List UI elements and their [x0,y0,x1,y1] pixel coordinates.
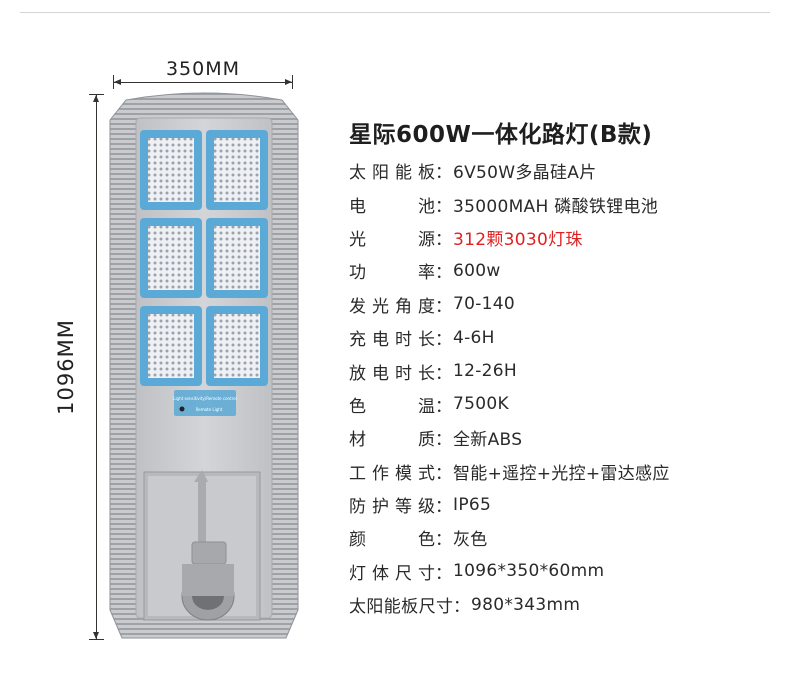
spec-value: 980*343mm [471,594,581,615]
spec-value: 智能+遥控+光控+雷达感应 [453,463,670,484]
width-dimension-label: 350MM [165,58,241,80]
spec-colon: ： [435,296,452,317]
spec-row: 电池：35000MAH 磷酸铁锂电池 [349,187,769,220]
spec-value: 6V50W多晶硅A片 [453,163,597,184]
spec-key: 电池 [349,196,435,217]
spec-value: 4-6H [453,327,495,348]
spec-row: 太阳能板：6V50W多晶硅A片 [349,154,769,187]
led-module-grid [140,130,268,386]
spec-key: 太阳能板 [349,163,435,184]
spec-list: 星际600W一体化路灯(B款) 太阳能板：6V50W多晶硅A片电池：35000M… [349,118,769,621]
spec-key: 太阳能板尺寸 [349,597,453,618]
spec-key: 充电时长 [349,330,435,351]
spec-row: 工作模式：智能+遥控+光控+雷达感应 [349,455,769,488]
top-divider [20,12,770,13]
spec-key: 光源 [349,229,435,250]
spec-colon: ： [435,396,452,417]
spec-row: 灯体尺寸：1096*350*60mm [349,555,769,588]
spec-value: 1096*350*60mm [453,561,605,582]
spec-value: 600w [453,260,501,281]
spec-value: 35000MAH 磷酸铁锂电池 [453,196,659,217]
spec-colon: ： [435,229,452,250]
spec-key: 材质 [349,430,435,451]
spec-colon: ： [435,363,452,384]
spec-key: 放电时长 [349,363,435,384]
spec-row: 颜色：灰色 [349,521,769,554]
spec-key: 防护等级 [349,497,435,518]
spec-value: 70-140 [453,294,516,315]
spec-key: 功率 [349,263,435,284]
street-lamp-image: Light sensitivity/Remote control Remote … [109,92,299,639]
spec-colon: ： [435,563,452,584]
spec-colon: ： [435,196,452,217]
spec-value: 12-26H [453,361,517,382]
spec-row: 太阳能板尺寸：980*343mm [349,588,769,621]
spec-colon: ： [435,497,452,518]
spec-row: 光源：312颗3030灯珠 [349,221,769,254]
spec-row: 充电时长：4-6H [349,321,769,354]
spec-colon: ： [435,330,452,351]
spec-value: IP65 [453,494,492,515]
spec-key: 工作模式 [349,463,435,484]
product-title: 星际600W一体化路灯(B款) [349,122,653,148]
panel-label-bottom: Remote Light [196,407,223,412]
spec-value: 7500K [453,394,509,415]
spec-colon: ： [435,430,452,451]
spec-key: 色温 [349,396,435,417]
spec-row: 发光角度：70-140 [349,288,769,321]
spec-colon: ： [453,597,470,618]
spec-colon: ： [435,263,452,284]
spec-key: 发光角度 [349,296,435,317]
spec-colon: ： [435,530,452,551]
spec-row: 色温：7500K [349,388,769,421]
spec-key: 灯体尺寸 [349,563,435,584]
spec-row: 材质：全新ABS [349,421,769,454]
spec-row: 防护等级：IP65 [349,488,769,521]
height-dimension-label: 1096MM [54,319,78,415]
spec-colon: ： [435,163,452,184]
spec-value: 灰色 [453,530,488,551]
spec-row: 功率：600w [349,254,769,287]
spec-colon: ： [435,463,452,484]
panel-label-top: Light sensitivity/Remote control [173,396,237,401]
spec-key: 颜色 [349,530,435,551]
spec-value: 312颗3030灯珠 [453,229,583,250]
height-dimension-line [88,94,106,640]
spec-value: 全新ABS [453,430,523,451]
spec-row: 放电时长：12-26H [349,354,769,387]
width-dimension-line [113,70,293,90]
